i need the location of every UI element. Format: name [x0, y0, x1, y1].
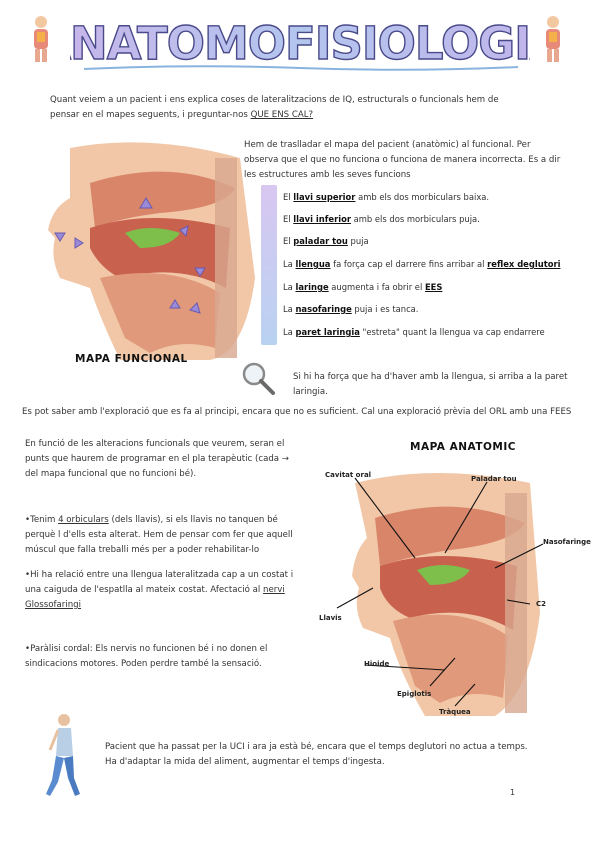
list-item: La llengua fa força cap el darrere fins …	[283, 259, 561, 269]
alterations-paragraph: En funció de les alteracions funcionals …	[25, 439, 289, 479]
page-title-text: ANATOMOFISIOLOGIA	[70, 17, 530, 70]
label-llavis: Llavis	[319, 614, 342, 622]
anatomic-map-illustration	[336, 473, 544, 716]
label-hioide: Hioide	[364, 660, 390, 668]
right-arrow-icon: →	[281, 454, 289, 464]
list-item: La laringe augmenta i fa obrir el EES	[283, 282, 443, 292]
label-nasofaringe: Nasofaringe	[543, 538, 591, 546]
exploration-note: Es pot saber amb l'exploració que es fa …	[22, 407, 572, 417]
label-epiglotis: Epiglotis	[397, 690, 432, 698]
list-item: El paladar tou puja	[283, 236, 369, 246]
functional-map-label: MAPA FUNCIONAL	[75, 353, 188, 365]
walking-person-icon	[46, 714, 80, 796]
bullet-orbiculars: •Tenim 4 orbiculars (dels llavis), si el…	[25, 515, 293, 555]
anatomy-figure-icon	[546, 16, 560, 62]
label-c2: C2	[536, 600, 547, 608]
question-link: QUE ENS CAL?	[250, 110, 314, 120]
functional-map-illustration	[48, 142, 255, 360]
transfer-paragraph: Hem de traslladar el mapa del pacient (a…	[244, 140, 561, 180]
bullet-paralysis: •Paràlisi cordal: Els nervis no funcione…	[25, 644, 268, 669]
anatomic-map-label: MAPA ANATOMIC	[410, 441, 516, 453]
patient-note: Pacient que ha passat per la UCI i ara j…	[105, 742, 528, 767]
page-title: ANATOMOFISIOLOGIA	[70, 16, 530, 71]
label-cavitat-oral: Cavitat oral	[325, 471, 372, 479]
list-item: La paret laringia "estreta" quant la lle…	[283, 327, 545, 337]
list-item: El llavi inferior amb els dos morbicular…	[283, 214, 480, 224]
list-item: El llavi superior amb els dos morbicular…	[283, 192, 490, 202]
intro-paragraph: Quant veiem a un pacient i ens explica c…	[50, 95, 499, 120]
magnifier-icon	[242, 362, 275, 395]
page-number: 1	[510, 788, 516, 797]
label-paladar-tou: Paladar tou	[471, 475, 517, 483]
list-item: La nasofaringe puja i es tanca.	[283, 304, 419, 314]
force-note: Si hi ha força que ha d'haver amb la lle…	[293, 372, 568, 397]
label-traquea: Tràquea	[439, 708, 471, 716]
anatomy-figure-icon	[34, 16, 48, 62]
bullet-tongue: •Hi ha relació entre una llengua lateral…	[25, 570, 294, 610]
list-accent-bar	[261, 185, 277, 345]
